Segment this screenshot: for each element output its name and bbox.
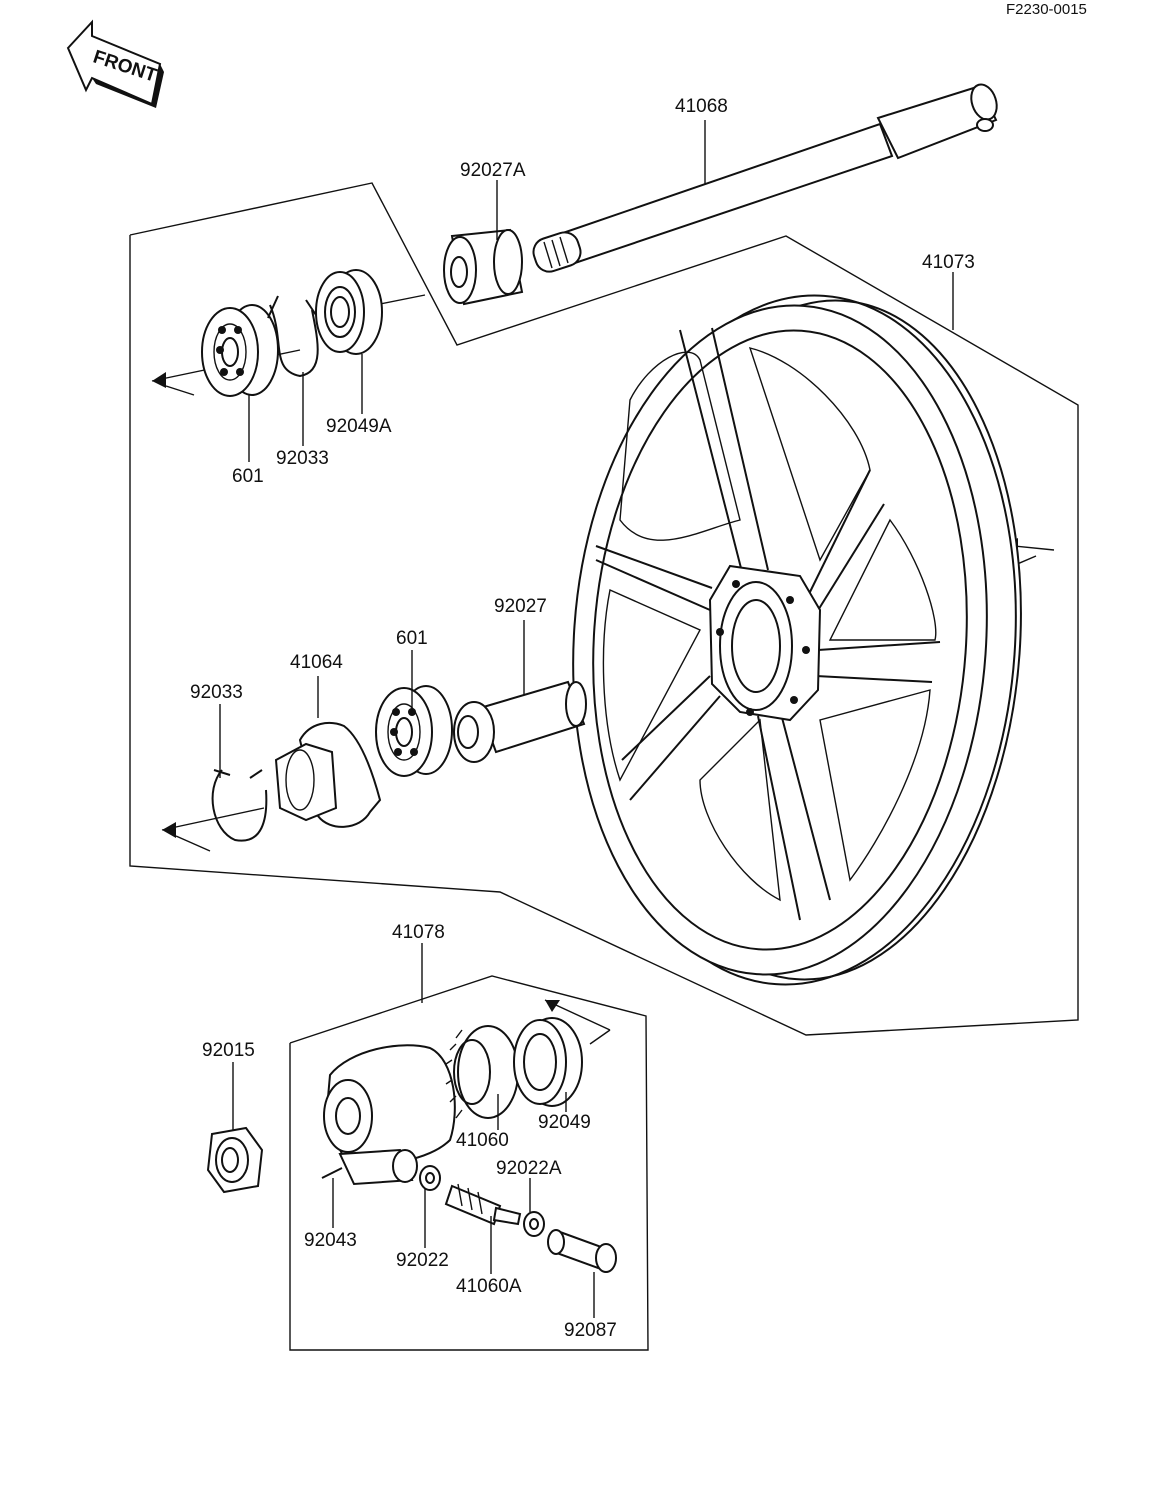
label-92033-lower: 92033	[190, 682, 243, 703]
label-92027A: 92027A	[460, 160, 526, 181]
label-92043: 92043	[304, 1230, 357, 1251]
gear-assembly-outline	[289, 975, 649, 1351]
label-601-upper: 601	[232, 466, 264, 487]
label-41060: 41060	[456, 1130, 509, 1151]
label-92049A: 92049A	[326, 416, 392, 437]
label-601-lower: 601	[396, 628, 428, 649]
washer-drawing	[419, 1165, 441, 1191]
collar-drawing	[453, 680, 587, 763]
hub-plate-drawing	[274, 722, 382, 828]
collar-a-drawing	[443, 228, 524, 306]
wheel-drawing	[572, 294, 1022, 986]
washer-a-drawing	[523, 1211, 545, 1237]
front-direction-icon: FRONT	[66, 19, 164, 108]
leader-lines	[219, 120, 954, 1318]
upper-circlip-drawing	[267, 295, 319, 378]
upper-seal-drawing	[315, 269, 383, 355]
oil-seal-drawing	[513, 1017, 583, 1107]
label-41068: 41068	[675, 96, 728, 117]
label-41078: 41078	[392, 922, 445, 943]
figure-code: F2230-0015	[1006, 1, 1087, 18]
label-92022A: 92022A	[496, 1158, 562, 1179]
label-92087: 92087	[564, 1320, 617, 1341]
label-92015: 92015	[202, 1040, 255, 1061]
lower-circlip-drawing	[211, 769, 268, 842]
upper-bearing-drawing	[201, 304, 279, 397]
label-92033-upper: 92033	[276, 448, 329, 469]
label-41064: 41064	[290, 652, 343, 673]
drive-gear-drawing	[445, 1025, 519, 1119]
assembly-outline	[129, 182, 1079, 1036]
label-41060A: 41060A	[456, 1276, 522, 1297]
gear-housing-drawing	[323, 1044, 456, 1186]
axle-drawing	[532, 83, 998, 273]
nut-drawing	[206, 1126, 264, 1194]
label-92049: 92049	[538, 1112, 591, 1133]
label-41073: 41073	[922, 252, 975, 273]
bushing-drawing	[547, 1229, 617, 1273]
lower-bearing-drawing	[375, 685, 453, 777]
label-92027: 92027	[494, 596, 547, 617]
pin-drawing	[321, 1167, 343, 1179]
pinion-drawing	[444, 1183, 522, 1226]
label-92022: 92022	[396, 1250, 449, 1271]
